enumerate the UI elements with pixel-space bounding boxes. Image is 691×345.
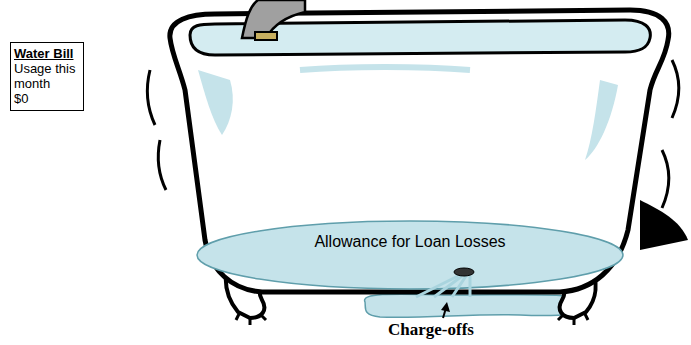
- motion-line: [662, 150, 669, 208]
- motion-line: [158, 140, 166, 190]
- node-text: Usage this month: [14, 61, 80, 91]
- claw-toes: [236, 312, 266, 325]
- drain-stream: [452, 276, 466, 297]
- tub-body: [170, 10, 669, 292]
- water-shape: [196, 220, 624, 290]
- tub-highlight: [585, 80, 618, 160]
- tub-highlight: [198, 70, 233, 135]
- water-surface: [197, 221, 623, 289]
- tub-highlight: [300, 67, 470, 70]
- motion-line: [148, 70, 155, 125]
- tub-shadow: [640, 200, 688, 250]
- node-heading: Allowance for Loan Losses: [216, 232, 604, 251]
- claw-toes: [558, 312, 588, 325]
- faucet-handle: [255, 32, 277, 40]
- water-bill-box: Water BillUsage this month$0: [10, 42, 84, 111]
- motion-line: [672, 60, 679, 118]
- node-text: $0: [14, 91, 80, 106]
- drain-stream: [469, 276, 472, 297]
- charge-offs-label: Charge-offs: [388, 320, 474, 339]
- puddle: [365, 294, 591, 317]
- water-pool: Allowance for Loan Losses: [196, 220, 624, 290]
- arrow-head: [441, 302, 450, 312]
- node-heading: Water Bill: [14, 46, 80, 61]
- drain: [454, 268, 474, 276]
